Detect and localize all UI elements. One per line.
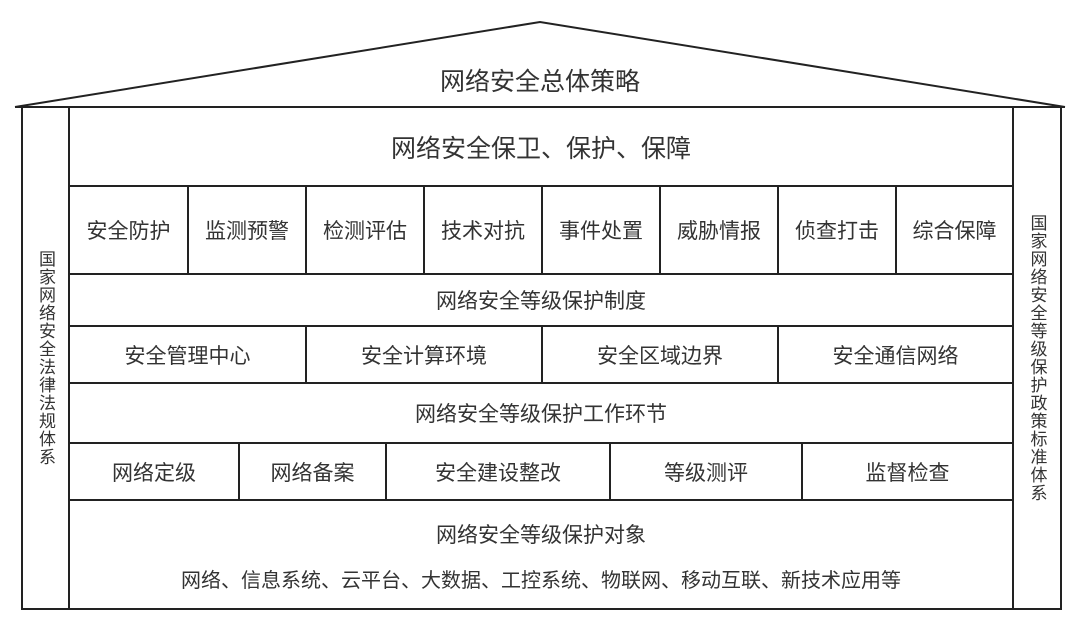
layer4-subtitle: 网络、信息系统、云平台、大数据、工控系统、物联网、移动互联、新技术应用等 [181,567,901,592]
layer3-item: 网络备案 [270,460,355,485]
layer3-item: 网络定级 [112,460,196,485]
layer2-item: 安全区域边界 [597,343,723,368]
layer2-title: 网络安全等级保护制度 [436,289,646,313]
layer1-item: 安全防护 [86,219,171,243]
layer3-item: 等级测评 [664,460,748,485]
layer1-item: 综合保障 [912,219,997,243]
layer3-item: 安全建设整改 [435,460,561,485]
layer1-item: 侦查打击 [795,219,879,243]
layer2-item: 安全计算环境 [361,343,487,368]
layer4-title: 网络安全等级保护对象 [436,523,646,547]
right-pillar-label: 国家网络安全等级保护政策标准体系 [1026,214,1047,502]
roof-title: 网络安全总体策略 [439,67,640,96]
layer1-title: 网络安全保卫、保护、保障 [390,133,691,163]
left-pillar-label: 国家网络安全法律法规体系 [35,250,55,466]
layer1-item: 威胁情报 [677,219,761,243]
layer2-item: 安全管理中心 [124,343,251,368]
layer1-item: 技术对抗 [441,219,525,243]
roof-outline [14,20,1066,108]
layer1-item: 事件处置 [559,219,643,243]
layer1-item: 检测评估 [323,219,407,243]
layer1-item: 监测预警 [205,219,289,243]
layer2-item: 安全通信网络 [832,343,959,368]
layer3-title: 网络安全等级保护工作环节 [415,402,667,426]
layer3-item: 监督检查 [865,460,950,485]
